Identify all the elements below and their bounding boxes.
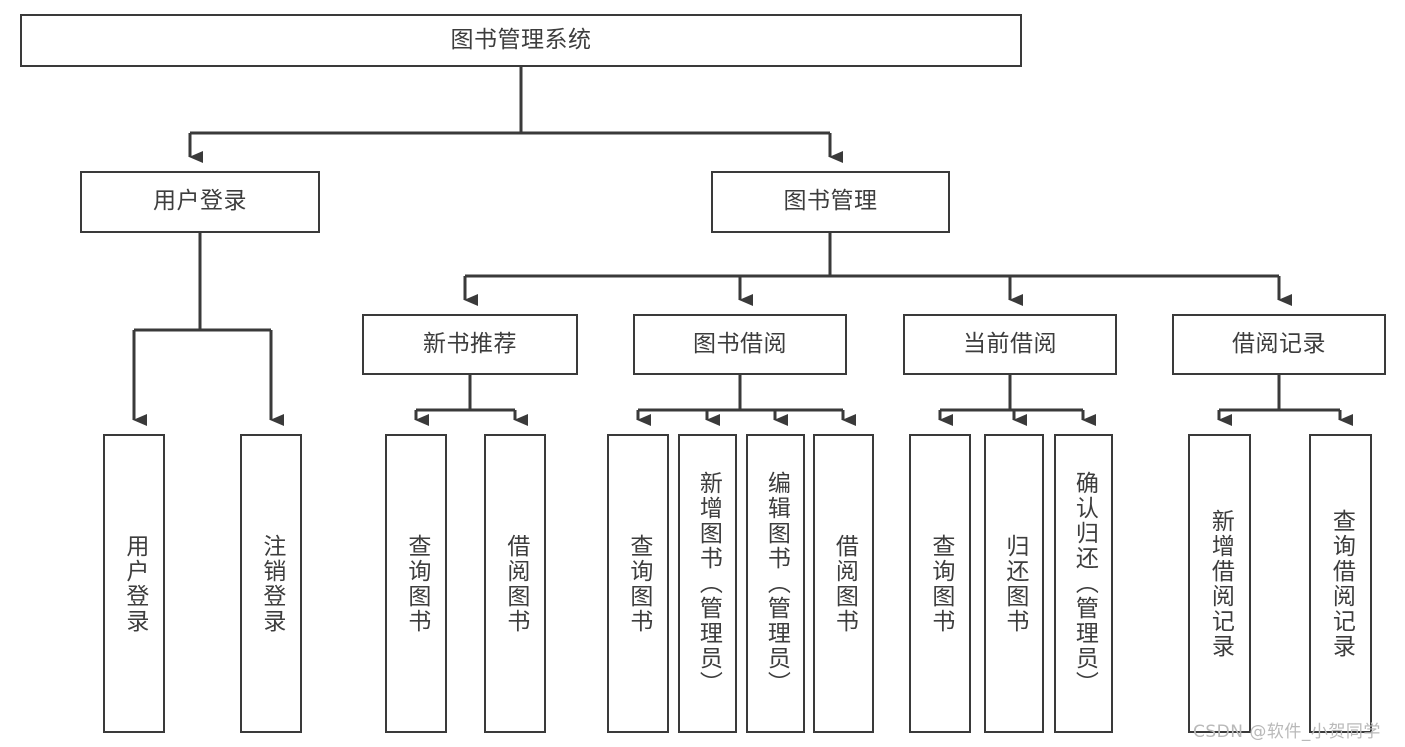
node-new-book-recommend[interactable]: 新书推荐 xyxy=(362,314,578,375)
leaf-node[interactable]: 查询图书 xyxy=(385,434,447,733)
leaf-label: 新增图书（管理员） xyxy=(695,471,722,696)
leaf-node[interactable]: 新增图书（管理员） xyxy=(678,434,737,733)
leaf-label: 借阅图书 xyxy=(502,533,529,634)
leaf-label: 查询借阅记录 xyxy=(1328,508,1355,659)
edge-borrow-record-to-leaves xyxy=(1217,375,1353,426)
leaf-node[interactable]: 注销登录 xyxy=(240,434,302,733)
leaf-node[interactable]: 查询图书 xyxy=(909,434,971,733)
node-root-label: 图书管理系统 xyxy=(450,26,592,53)
leaf-label: 查询图书 xyxy=(927,533,954,634)
node-borrow-record-label: 借阅记录 xyxy=(1232,330,1326,357)
node-book-borrow[interactable]: 图书借阅 xyxy=(633,314,847,375)
leaf-node[interactable]: 借阅图书 xyxy=(484,434,546,733)
node-book-borrow-label: 图书借阅 xyxy=(693,330,787,357)
node-current-borrow-label: 当前借阅 xyxy=(963,330,1057,357)
leaf-node[interactable]: 新增借阅记录 xyxy=(1188,434,1251,733)
node-borrow-record[interactable]: 借阅记录 xyxy=(1172,314,1386,375)
edge-current-borrow-to-leaves xyxy=(938,375,1096,426)
node-user-login[interactable]: 用户登录 xyxy=(80,171,320,233)
leaf-node[interactable]: 用户登录 xyxy=(103,434,165,733)
node-book-management-label: 图书管理 xyxy=(783,188,878,215)
edge-book-mgmt-to-level3 xyxy=(463,233,1292,306)
leaf-label: 用户登录 xyxy=(121,533,148,634)
node-new-book-recommend-label: 新书推荐 xyxy=(423,330,517,357)
leaf-node[interactable]: 归还图书 xyxy=(984,434,1044,733)
leaf-label: 查询图书 xyxy=(403,533,430,634)
csdn-watermark: CSDN @软件_小贺同学 xyxy=(1193,722,1381,742)
node-root-system[interactable]: 图书管理系统 xyxy=(20,14,1022,67)
node-book-management[interactable]: 图书管理 xyxy=(711,171,950,233)
edge-book-borrow-to-leaves xyxy=(636,375,856,426)
leaf-node[interactable]: 借阅图书 xyxy=(813,434,874,733)
edge-new-book-rec-to-leaves xyxy=(414,375,528,426)
leaf-label: 新增借阅记录 xyxy=(1207,508,1234,659)
edge-root-to-level2 xyxy=(188,67,843,163)
leaf-label: 归还图书 xyxy=(1001,533,1028,634)
node-current-borrow[interactable]: 当前借阅 xyxy=(903,314,1117,375)
leaf-label: 确认归还（管理员） xyxy=(1071,471,1098,696)
leaf-node[interactable]: 查询图书 xyxy=(607,434,669,733)
leaf-label: 查询图书 xyxy=(625,533,652,634)
leaf-node[interactable]: 编辑图书（管理员） xyxy=(746,434,805,733)
edge-user-login-to-leaves xyxy=(132,233,284,426)
leaf-label: 编辑图书（管理员） xyxy=(763,471,790,696)
leaf-label: 借阅图书 xyxy=(831,533,858,634)
leaf-node[interactable]: 查询借阅记录 xyxy=(1309,434,1372,733)
leaf-node[interactable]: 确认归还（管理员） xyxy=(1054,434,1113,733)
node-user-login-label: 用户登录 xyxy=(153,188,247,215)
leaf-label: 注销登录 xyxy=(258,533,285,634)
